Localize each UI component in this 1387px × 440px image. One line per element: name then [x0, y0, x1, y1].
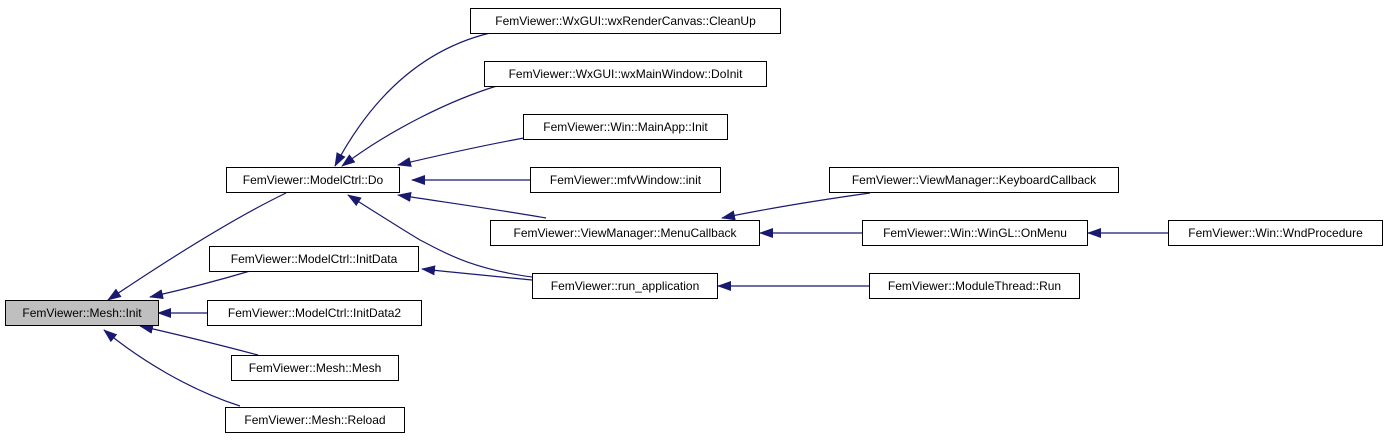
node-mesh-init: FemViewer::Mesh::Init: [5, 300, 159, 326]
edge-doinit-to-modelctrl-do: [341, 84, 501, 167]
node-run-application[interactable]: FemViewer::run_application: [532, 273, 718, 299]
edge-mesh-mesh-to-mesh-init: [139, 323, 259, 356]
node-modulethread-run[interactable]: FemViewer::ModuleThread::Run: [869, 273, 1080, 299]
node-modelctrl-initdata[interactable]: FemViewer::ModelCtrl::InitData: [209, 246, 419, 272]
edge-mainapp-init-to-modelctrl-do: [397, 137, 525, 167]
node-mfvwindow-init[interactable]: FemViewer::mfvWindow::init: [530, 167, 721, 193]
node-wingl-onmenu[interactable]: FemViewer::Win::WinGL::OnMenu: [862, 220, 1088, 246]
node-wxrendercanvas-cleanup[interactable]: FemViewer::WxGUI::wxRenderCanvas::CleanU…: [470, 8, 781, 34]
edge-modelctrl-do-to-mesh-init: [107, 192, 287, 301]
edge-keyboardcallback-to-menucallback: [721, 192, 871, 221]
edge-cleanup-to-modelctrl-do: [334, 32, 491, 167]
edge-initdata-to-mesh-init: [149, 270, 251, 300]
node-win-wndprocedure[interactable]: FemViewer::Win::WndProcedure: [1168, 220, 1383, 246]
node-mesh-reload[interactable]: FemViewer::Mesh::Reload: [225, 407, 405, 433]
node-modelctrl-initdata2[interactable]: FemViewer::ModelCtrl::InitData2: [207, 300, 422, 326]
node-viewmanager-keyboardcallback[interactable]: FemViewer::ViewManager::KeyboardCallback: [829, 167, 1119, 193]
edge-run-application-to-initdata: [421, 265, 533, 281]
node-wxmainwindow-doinit[interactable]: FemViewer::WxGUI::wxMainWindow::DoInit: [484, 61, 767, 87]
node-modelctrl-do[interactable]: FemViewer::ModelCtrl::Do: [226, 167, 400, 193]
node-viewmanager-menucallback[interactable]: FemViewer::ViewManager::MenuCallback: [490, 220, 760, 246]
edge-menucallback-to-modelctrl-do: [397, 192, 547, 219]
edge-run-application-to-modelctrl-do: [347, 194, 541, 279]
node-mainapp-init[interactable]: FemViewer::Win::MainApp::Init: [523, 114, 728, 140]
node-mesh-mesh[interactable]: FemViewer::Mesh::Mesh: [231, 355, 399, 381]
edge-mesh-reload-to-mesh-init: [103, 329, 241, 407]
